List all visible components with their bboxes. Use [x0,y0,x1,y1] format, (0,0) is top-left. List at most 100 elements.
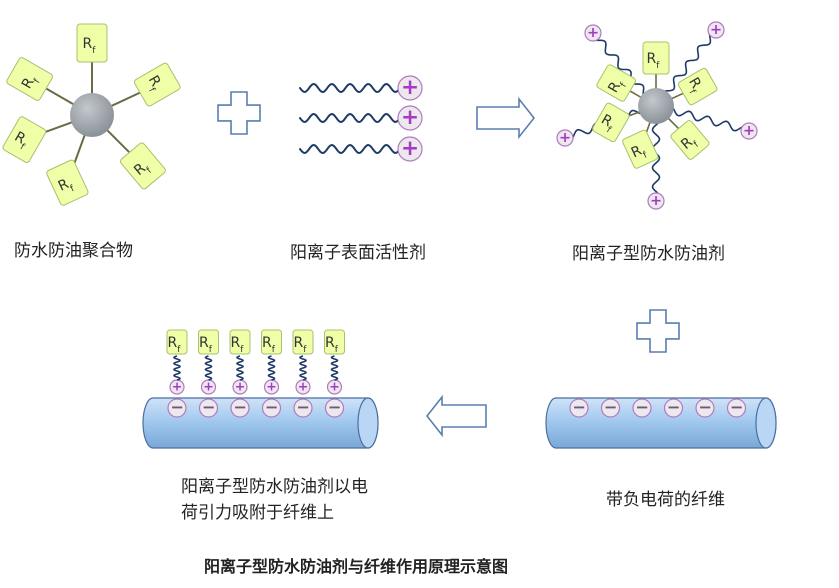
negative-charge: − [198,398,219,418]
rf-box [324,329,345,355]
negative-fiber-group: −−−−−− [545,397,777,449]
plus-sign: + [203,379,214,394]
negative-charge: − [663,398,684,418]
rf-box [119,142,166,190]
rf-group-box: Rf [198,329,219,355]
rf-group-box: Rf [76,23,108,63]
polymer-label: 防水防油聚合物 [14,241,133,261]
rf-box [229,329,251,355]
rf-box [292,329,314,355]
plus-sign: + [587,25,599,41]
minus-sign: − [328,398,342,417]
rf-box [166,329,188,355]
rf-box [622,129,659,169]
positive-charge: + [556,129,574,147]
positive-charge: + [397,75,423,101]
positive-charge: + [740,122,758,140]
rf-box [2,116,47,163]
attached-fiber-group: −+Rf−+Rf−+Rf−+Rf−+Rf−+Rf [142,329,379,449]
rf-group-box: Rf [6,57,54,101]
rf-group-box: Rf [324,329,345,355]
hydrocarbon-chain [299,82,401,94]
hydrocarbon-chain [173,355,181,381]
rf-box [261,329,282,355]
hydrocarbon-chain [236,355,244,381]
positive-charge: + [200,379,217,395]
rf-group-box: Rf [119,142,166,190]
reaction-arrow-left [425,394,487,438]
attach-label-line2: 荷引力吸附于纤维上 [181,503,334,523]
rf-box [6,57,54,101]
polymer-core [70,93,114,137]
positive-charge: + [584,24,602,42]
plus-sign: + [235,379,246,394]
plus-sign: + [401,136,419,161]
hydrocarbon-chain [267,355,276,381]
negative-charge: − [726,398,747,418]
polymer-core [638,88,674,124]
rf-box [677,67,718,106]
rf-group-box: Rf [166,329,188,355]
positive-charge: + [707,21,725,39]
rf-group-box: Rf [261,329,282,355]
minus-sign: − [296,398,310,417]
hydrocarbon-chain [299,143,401,155]
rf-group-box: Rf [46,159,89,206]
rf-group-box: Rf [596,64,636,102]
rf-group-box: Rf [592,102,630,143]
negative-charge: − [632,398,652,418]
fiber-end-cap [755,397,777,449]
cationic-agent-label: 阳离子型防水防油剂 [572,244,725,264]
positive-charge: + [647,192,665,210]
rf-group-box: Rf [229,329,251,355]
figure-title: 阳离子型防水防油剂与纤维作用原理示意图 [204,557,509,576]
minus-sign: − [265,398,279,417]
positive-charge: + [397,136,423,162]
positive-charge: + [169,379,185,395]
surfactant-label: 阳离子表面活性剂 [290,243,426,263]
arrow-shape [425,394,487,438]
positive-charge: + [295,379,311,395]
rf-box [133,62,181,107]
hydrocarbon-chain [204,355,213,381]
negative-charge: − [695,398,715,418]
rf-group-box: Rf [642,41,670,75]
negative-charge: − [293,398,313,418]
plus-sign: + [401,75,419,100]
minus-sign: − [572,398,586,417]
minus-sign: − [667,398,681,417]
plus-shape [217,91,261,135]
hydrocarbon-chain [299,112,401,124]
negative-charge: − [569,398,589,418]
plus-sign: + [743,123,755,139]
plus-operator-2 [636,309,680,353]
positive-charge: + [232,379,248,395]
plus-sign: + [559,130,571,146]
minus-sign: − [604,398,618,417]
rf-box [592,102,630,143]
rf-box [198,329,219,355]
rf-group-box: Rf [2,116,47,163]
fiber-end-cap [357,397,379,449]
hydrocarbon-chain [299,355,307,381]
minus-sign: − [170,398,184,417]
negative-charge: − [600,398,621,418]
minus-sign: − [233,398,247,417]
plus-sign: + [266,379,277,394]
minus-sign: − [202,398,216,417]
plus-sign: + [298,379,309,394]
negative-charge: − [167,398,187,418]
positive-charge: + [326,379,343,395]
plus-shape [636,309,680,353]
rf-group-box: Rf [622,129,659,169]
positive-charge: + [263,379,280,395]
reaction-arrow-right [476,96,536,140]
rf-box [46,159,89,206]
plus-operator-1 [217,91,261,135]
rf-group-box: Rf [670,120,710,160]
rf-group-box: Rf [292,329,314,355]
negative-charge: − [261,398,282,418]
